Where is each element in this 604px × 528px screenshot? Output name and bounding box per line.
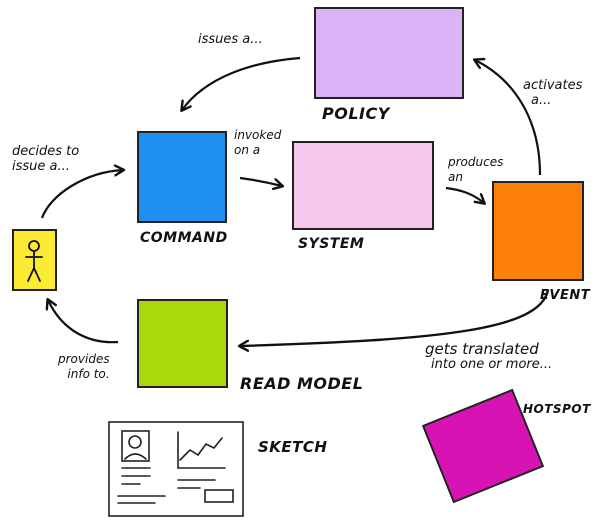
note-invoked-line-2: on a bbox=[234, 143, 261, 157]
note-activates-line-1: activates bbox=[523, 78, 583, 93]
note-produces-line-1: produces bbox=[448, 155, 504, 169]
system-label: SYSTEM bbox=[298, 236, 365, 252]
wireframe-sketch-icon bbox=[108, 421, 244, 517]
arrow-event-to-policy bbox=[475, 60, 542, 176]
read-model-note bbox=[137, 299, 228, 388]
note-decides-line-2: issue a... bbox=[12, 159, 70, 174]
policy-note bbox=[314, 7, 464, 99]
stick-figure-icon bbox=[25, 240, 43, 282]
hotspot-note bbox=[421, 388, 545, 504]
read-model-label: READ MODEL bbox=[240, 374, 364, 393]
note-decides-line-1: decides to bbox=[12, 144, 80, 159]
note-invoked-line-1: invoked bbox=[234, 128, 282, 142]
command-label: COMMAND bbox=[140, 230, 228, 246]
note-activates-line-2: a... bbox=[531, 93, 552, 108]
event-note bbox=[492, 181, 584, 281]
command-note bbox=[137, 131, 227, 223]
note-activates: activates a... bbox=[523, 78, 582, 108]
arrow-system-to-event bbox=[445, 186, 484, 203]
arrow-event-to-read-model bbox=[240, 289, 550, 346]
hotspot-label: HOTSPOT bbox=[523, 402, 591, 416]
arrow-policy-to-command bbox=[182, 56, 301, 110]
note-invoked: invoked on a bbox=[234, 128, 281, 158]
note-produces: produces an bbox=[448, 155, 503, 185]
system-note bbox=[292, 141, 434, 230]
note-issues: issues a... bbox=[198, 32, 263, 47]
note-translated: gets translated into one or more... bbox=[425, 340, 553, 373]
arrow-read-model-to-actor bbox=[48, 300, 119, 344]
note-translated-line-2: into one or more... bbox=[431, 357, 553, 372]
policy-label: POLICY bbox=[322, 104, 390, 123]
note-provides-line-1: provides bbox=[58, 352, 110, 366]
sketch-label: SKETCH bbox=[258, 438, 328, 456]
note-provides-line-2: info to. bbox=[67, 367, 110, 381]
note-produces-line-2: an bbox=[448, 170, 463, 184]
arrow-actor-to-command bbox=[40, 170, 123, 219]
note-translated-line-1: gets translated bbox=[425, 340, 539, 358]
arrow-command-to-system bbox=[239, 176, 282, 186]
note-decides: decides to issue a... bbox=[12, 144, 79, 174]
note-provides: provides info to. bbox=[58, 352, 110, 382]
event-label: EVENT bbox=[540, 288, 591, 303]
